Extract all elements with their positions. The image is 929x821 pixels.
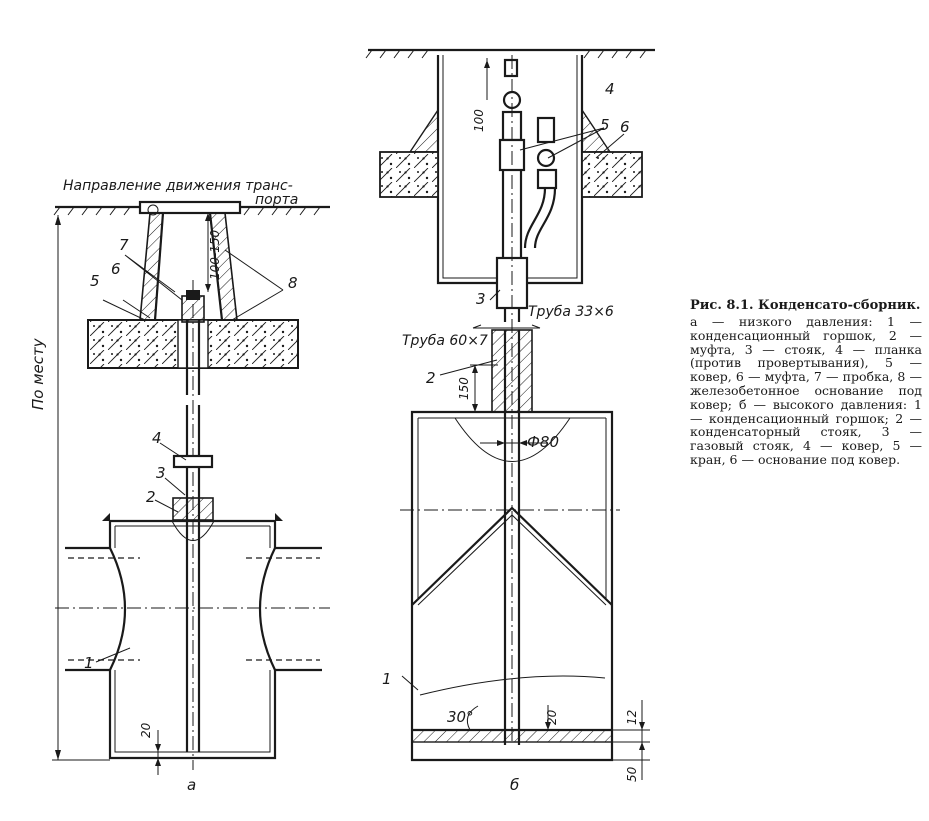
label-pipe-60: Труба 60×7 xyxy=(402,333,488,349)
label-dim-20-a: 20 xyxy=(139,722,153,738)
condensate-pot-a xyxy=(55,497,330,760)
caption-body: а — низкого давления: 1 — конденсационны… xyxy=(690,314,922,467)
dimension-po-mestu xyxy=(52,215,110,761)
leaders-b xyxy=(401,127,625,691)
label-direction: Направление движения транс- xyxy=(63,178,293,194)
label-dim-12: 12 xyxy=(625,710,639,725)
gas-riser-b xyxy=(495,55,558,745)
dimension-20-a xyxy=(150,730,187,775)
label-a-6: 6 xyxy=(111,260,121,278)
label-dim-20-b: 20 xyxy=(545,709,559,725)
label-a-1: 1 xyxy=(84,654,94,672)
label-dim-50: 50 xyxy=(625,766,639,782)
label-a-8: 8 xyxy=(288,274,298,292)
label-po-mestu: По месту xyxy=(29,337,47,410)
label-dim-150: 150 xyxy=(457,377,471,400)
leaders-a xyxy=(95,249,284,663)
condensate-pot-b xyxy=(400,329,620,762)
caption-title: Рис. 8.1. Конденсато-сборник. xyxy=(690,298,921,313)
label-angle-30: 30° xyxy=(447,708,474,726)
label-a-4: 4 xyxy=(152,429,162,447)
dimension-100-150 xyxy=(205,213,211,292)
label-b-2: 2 xyxy=(426,369,436,387)
cover-kover-b xyxy=(379,55,643,285)
label-a-5: 5 xyxy=(90,272,100,290)
ground-line-b xyxy=(365,48,655,59)
label-b-3: 3 xyxy=(476,290,486,308)
figure-caption: Рис. 8.1. Конденсато-сборник. а — низког… xyxy=(690,298,922,467)
riser-a xyxy=(172,280,214,770)
label-b-5: 5 xyxy=(600,116,610,134)
label-b-4: 4 xyxy=(605,80,615,98)
labels: Направление движения транс- порта По мес… xyxy=(29,80,639,794)
figure-b xyxy=(365,48,655,780)
label-fig-b: б xyxy=(510,776,519,794)
label-b-6: 6 xyxy=(620,118,630,136)
dimensions-b xyxy=(466,58,650,780)
label-a-7: 7 xyxy=(119,236,129,254)
label-b-1: 1 xyxy=(382,670,392,688)
label-fig-a: а xyxy=(187,776,196,794)
label-dim-100-150: 100-150 xyxy=(208,229,222,280)
label-diam-80: Ф80 xyxy=(527,433,559,451)
figure-a xyxy=(52,200,330,775)
label-a-3: 3 xyxy=(156,464,166,482)
label-a-2: 2 xyxy=(146,488,156,506)
label-direction-cont: порта xyxy=(255,192,298,208)
label-dim-100: 100 xyxy=(472,109,486,132)
label-pipe-33: Труба 33×6 xyxy=(528,304,614,320)
